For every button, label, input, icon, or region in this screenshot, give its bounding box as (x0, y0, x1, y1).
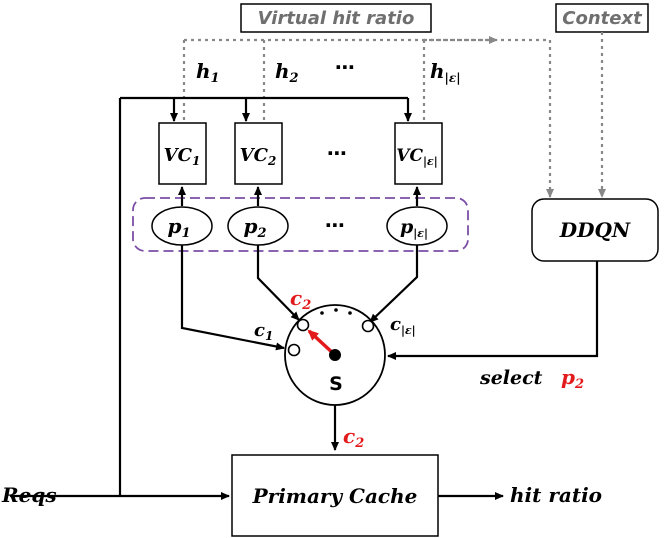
hit-label-e: h|ε| (430, 59, 461, 85)
policy-1-label: p1 (167, 214, 190, 241)
virtual-hit-ratio-box (240, 3, 432, 33)
primary-cache-box (231, 454, 439, 537)
hit-label-1: h1 (196, 59, 220, 86)
virtual-cache-1: VC1 (158, 122, 207, 185)
reqs-label: Reqs (1, 483, 57, 507)
selector-switch: S (284, 304, 386, 406)
policy-2: p2 (227, 206, 289, 246)
selector-label: S (329, 373, 343, 395)
policy-1: p1 (151, 206, 213, 246)
policy-to-selector-lines (180, 245, 599, 451)
hit-label-dots: ⋯ (335, 55, 355, 79)
policy-2-label: p2 (243, 214, 266, 241)
hit-label-2: h2 (275, 59, 299, 86)
primary-cache-label: Primary Cache (252, 484, 418, 508)
output-c2-label: c2 (343, 424, 364, 451)
hit-ratio-label: hit ratio (510, 483, 602, 507)
virtual-cache-2: VC2 (234, 122, 283, 185)
policy-dots: ⋯ (325, 213, 345, 237)
virtual-cache-e: VC|ε| (394, 122, 443, 185)
policy-to-vc-arrows (178, 186, 421, 206)
policy-group-border (132, 197, 469, 252)
virtual-cache-e-label: VC|ε| (396, 146, 437, 168)
policy-e-label: p|ε| (400, 216, 428, 240)
virtual-hit-ratio-feedback (182, 32, 606, 198)
virtual-hit-ratio-label: Virtual hit ratio (258, 8, 415, 29)
ddqn-label: DDQN (559, 218, 631, 242)
policy-e: p|ε| (386, 206, 448, 246)
virtual-cache-1-label: VC1 (164, 145, 201, 168)
ddqn-box (531, 198, 659, 262)
selector-ce-label: c|ε| (390, 314, 416, 337)
selector-contact-c2 (296, 318, 310, 332)
selector-contact-ce (361, 319, 375, 333)
selector-contact-c1 (287, 343, 301, 357)
select-text: select (479, 367, 543, 389)
context-label: Context (562, 8, 643, 29)
virtual-cache-dots: ⋯ (327, 141, 347, 165)
selector-c2-label: c2 (290, 286, 311, 313)
selector-c1-label: c1 (254, 320, 273, 343)
virtual-cache-2-label: VC2 (240, 145, 277, 168)
select-policy: p2 (561, 365, 584, 392)
request-feed-lines (10, 96, 412, 500)
